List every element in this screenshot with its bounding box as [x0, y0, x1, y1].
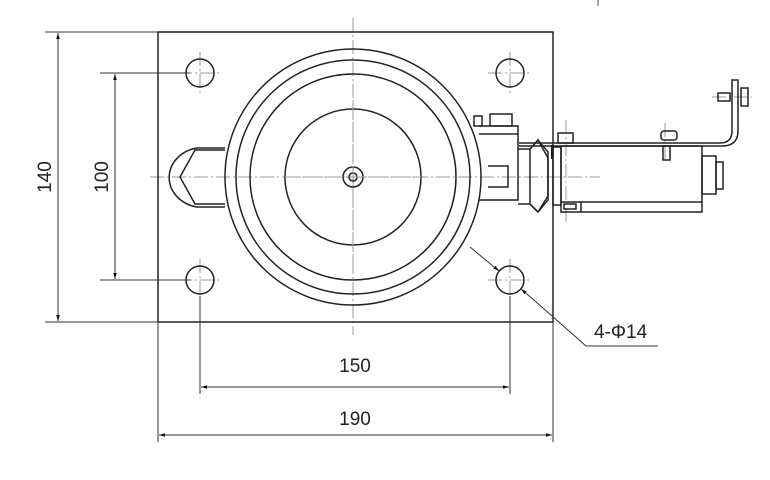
dimension-hole-spacing-horizontal: 150 — [199, 296, 511, 394]
hole-callout-label: 4-Φ14 — [594, 322, 648, 343]
dimension-label-150: 150 — [339, 356, 371, 377]
centerlines — [150, 0, 752, 335]
dimension-label-140: 140 — [35, 161, 56, 193]
load-cell-body — [224, 48, 482, 306]
hole-callout: 4-Φ14 — [469, 246, 658, 347]
dimension-label-100: 100 — [92, 161, 113, 193]
dimension-hole-spacing-vertical: 100 — [92, 72, 190, 281]
dimension-overall-height: 140 — [35, 31, 158, 323]
hex-nut-left — [168, 147, 225, 208]
dimension-label-190: 190 — [339, 409, 371, 430]
cable-connector-assembly — [473, 79, 749, 214]
dimension-overall-width: 190 — [157, 322, 554, 442]
